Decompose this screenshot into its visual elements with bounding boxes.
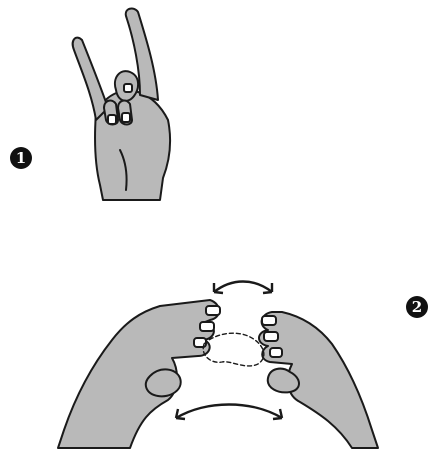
top-arc-arrow xyxy=(214,282,272,293)
bottom-arc-arrow xyxy=(176,405,282,419)
hand-horns-figure xyxy=(73,9,170,200)
hands-facing-figure xyxy=(58,300,378,448)
step-number-badge: 1 xyxy=(10,147,32,169)
step-number-badge: 2 xyxy=(406,296,428,318)
